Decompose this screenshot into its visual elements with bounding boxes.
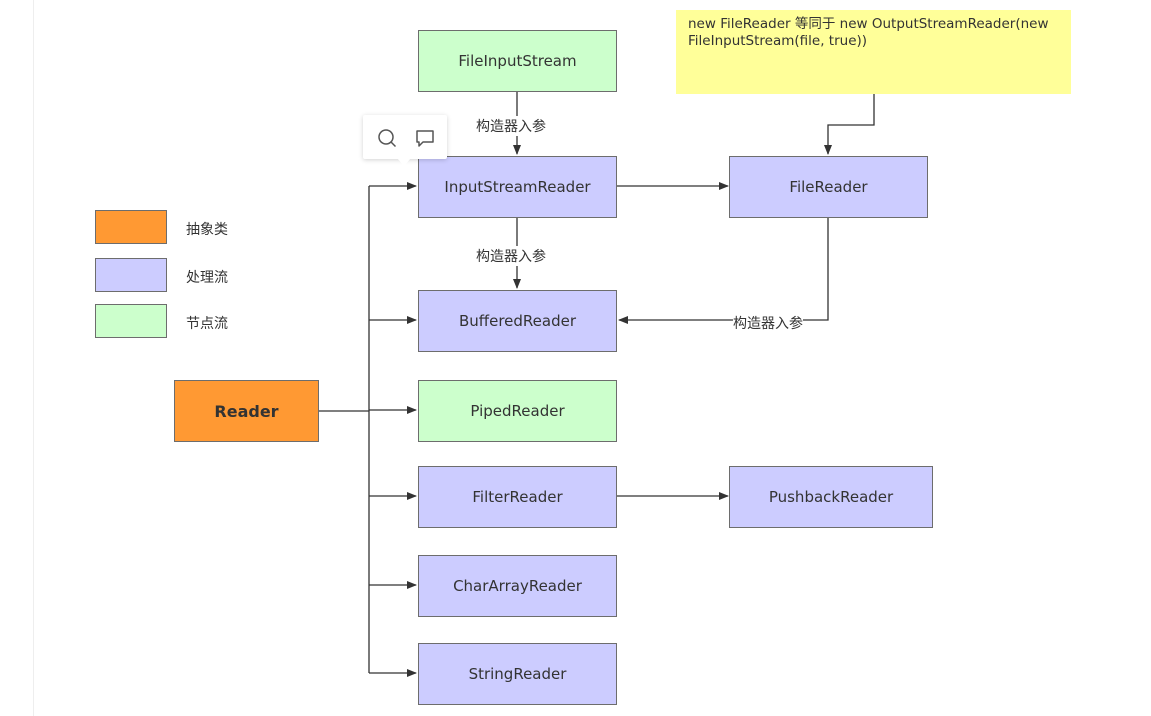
floating-toolbar xyxy=(363,115,447,166)
edge-label-isr-br: 构造器入参 xyxy=(476,246,546,266)
legend-swatch-node xyxy=(95,304,167,338)
legend-label-node: 节点流 xyxy=(186,316,228,332)
node-chararrayreader[interactable]: CharArrayReader xyxy=(418,555,617,617)
node-pushbackreader[interactable]: PushbackReader xyxy=(729,466,933,528)
node-fileinputstream[interactable]: FileInputStream xyxy=(418,30,617,92)
legend-label-processing: 处理流 xyxy=(186,270,228,286)
node-bufferedreader[interactable]: BufferedReader xyxy=(418,290,617,352)
left-margin-line xyxy=(33,0,34,716)
node-filereader[interactable]: FileReader xyxy=(729,156,928,218)
node-pipedreader[interactable]: PipedReader xyxy=(418,380,617,442)
arrow-filereader-to-br xyxy=(618,218,829,324)
comment-icon[interactable] xyxy=(414,127,436,149)
legend-label-abstract: 抽象类 xyxy=(186,222,228,238)
node-filterreader[interactable]: FilterReader xyxy=(418,466,617,528)
edge-label-fr-br: 构造器入参 xyxy=(733,313,803,333)
toolbar-pointer xyxy=(397,158,411,166)
arrow-note-to-filereader xyxy=(824,94,875,155)
node-reader[interactable]: Reader xyxy=(174,380,319,442)
edge-label-fis-isr: 构造器入参 xyxy=(476,116,546,136)
note-filereader-equivalence[interactable]: new FileReader 等同于 new OutputStreamReade… xyxy=(676,10,1071,94)
node-inputstreamreader[interactable]: InputStreamReader xyxy=(418,156,617,218)
search-icon[interactable] xyxy=(376,127,398,149)
node-stringreader[interactable]: StringReader xyxy=(418,643,617,705)
legend-swatch-abstract xyxy=(95,210,167,244)
legend-swatch-processing xyxy=(95,258,167,292)
